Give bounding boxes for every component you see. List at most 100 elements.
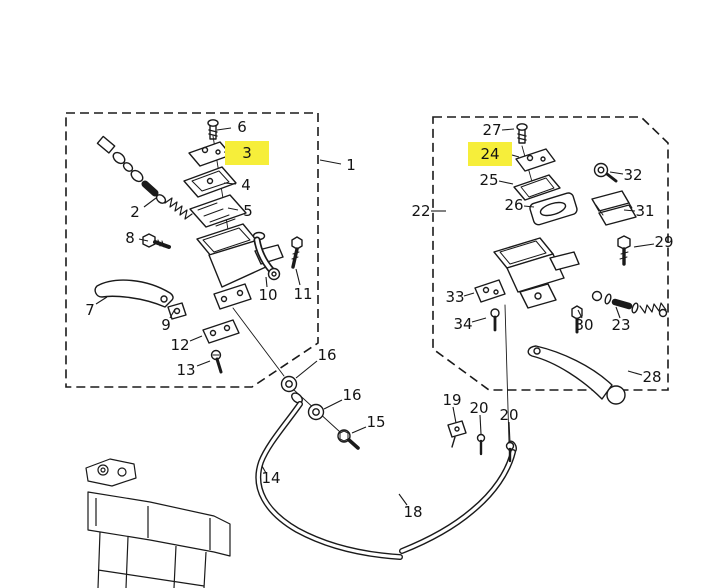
callout-13[interactable]: 13 [176,361,195,379]
diaphragm-5 [189,194,247,228]
frame-fragment [85,458,231,588]
callout-1[interactable]: 1 [346,156,356,174]
leader-line-26 [523,205,535,208]
leader-line-4 [223,182,237,185]
leader-line-14 [261,465,267,474]
plate-25 [513,174,561,201]
leader-line-20 [508,421,511,444]
callout-26[interactable]: 26 [504,196,523,214]
highlight-24 [468,142,512,166]
screw-11 [291,236,303,269]
left-assembly-box [65,112,319,388]
washer-16-upper [280,375,298,393]
callout-11[interactable]: 11 [293,285,312,303]
leader-line-25 [498,180,514,185]
callout-24[interactable]: 24 [480,145,499,163]
screw-20-right [505,441,515,463]
callout-30[interactable]: 30 [574,316,593,334]
union-bolt-15 [337,429,360,450]
leader-line-5 [227,207,239,211]
leader-line-27 [501,128,515,131]
callout-15[interactable]: 15 [366,413,385,431]
screw-13 [210,349,223,374]
leader-line-19 [452,406,457,424]
hose-parts [255,375,517,560]
callout-2[interactable]: 2 [130,203,140,221]
callout-20[interactable]: 20 [499,406,518,424]
leader-line-32 [609,171,624,175]
right-assembly-parts [474,123,668,444]
callout-16[interactable]: 16 [317,346,336,364]
callout-7[interactable]: 7 [85,301,95,319]
leader-line-31 [623,209,636,212]
leader-line-24 [511,154,520,158]
callout-14[interactable]: 14 [261,469,280,487]
callout-4[interactable]: 4 [241,176,251,194]
bolt-8 [142,233,171,249]
callout-8[interactable]: 8 [125,229,135,247]
callout-10[interactable]: 10 [258,286,277,304]
clutch-lever-28 [527,345,626,405]
leader-line-18 [398,493,408,506]
leader-line-13 [196,360,211,367]
leader-line-2 [143,197,157,208]
screw-20-left [476,433,486,456]
leader-line-15 [351,426,367,434]
clamp-12 [202,319,240,344]
callout-19[interactable]: 19 [442,391,461,409]
callout-23[interactable]: 23 [611,316,630,334]
clamp-19 [447,420,467,448]
right-assembly-box [432,116,669,391]
assembly-boxes [65,112,669,391]
leader-line-34 [471,317,487,323]
leader-line-9 [169,308,176,319]
callout-27[interactable]: 27 [482,121,501,139]
cap-26 [529,192,578,226]
callout-6[interactable]: 6 [237,118,247,136]
piston-kit-23 [591,290,668,318]
callout-3[interactable]: 3 [242,144,252,162]
callout-28[interactable]: 28 [642,368,661,386]
leader-line-12 [189,335,203,342]
bolt-29 [617,235,631,266]
callout-22[interactable]: 22 [411,202,430,220]
callout-32[interactable]: 32 [623,166,642,184]
callout-5[interactable]: 5 [243,202,253,220]
piston-kit-2 [96,135,193,220]
callout-34[interactable]: 34 [453,315,472,333]
callout-29[interactable]: 29 [654,233,673,251]
bolt-30 [571,305,583,334]
callout-16[interactable]: 16 [342,386,361,404]
leader-line-23 [615,306,621,319]
leader-line-6 [216,127,232,131]
leader-line-16 [323,399,343,410]
master-cylinder-body-left [196,223,284,310]
left-assembly-parts [94,119,341,433]
leader-line-30 [577,309,583,319]
brake-lever-7 [94,279,174,308]
leader-line-10 [265,276,268,288]
plate-4 [183,166,237,198]
callout-33[interactable]: 33 [445,288,464,306]
bolt-32 [593,162,618,183]
leader-line-11 [295,268,301,286]
callout-25[interactable]: 25 [479,171,498,189]
callout-12[interactable]: 12 [170,336,189,354]
callout-18[interactable]: 18 [403,503,422,521]
callout-9[interactable]: 9 [161,316,171,334]
master-cylinder-body-right [493,237,580,309]
callout-31[interactable]: 31 [635,202,654,220]
leader-line-16 [295,360,318,379]
screw-6 [207,119,219,140]
washer-16-lower [307,403,325,421]
leader-line-1 [319,159,342,165]
leader-line-20 [479,414,482,435]
leader-line-29 [633,243,655,248]
hose-joint-10 [252,231,281,281]
brake-hose-14 [255,392,403,560]
callout-20[interactable]: 20 [469,399,488,417]
leader-line-28 [627,370,643,376]
